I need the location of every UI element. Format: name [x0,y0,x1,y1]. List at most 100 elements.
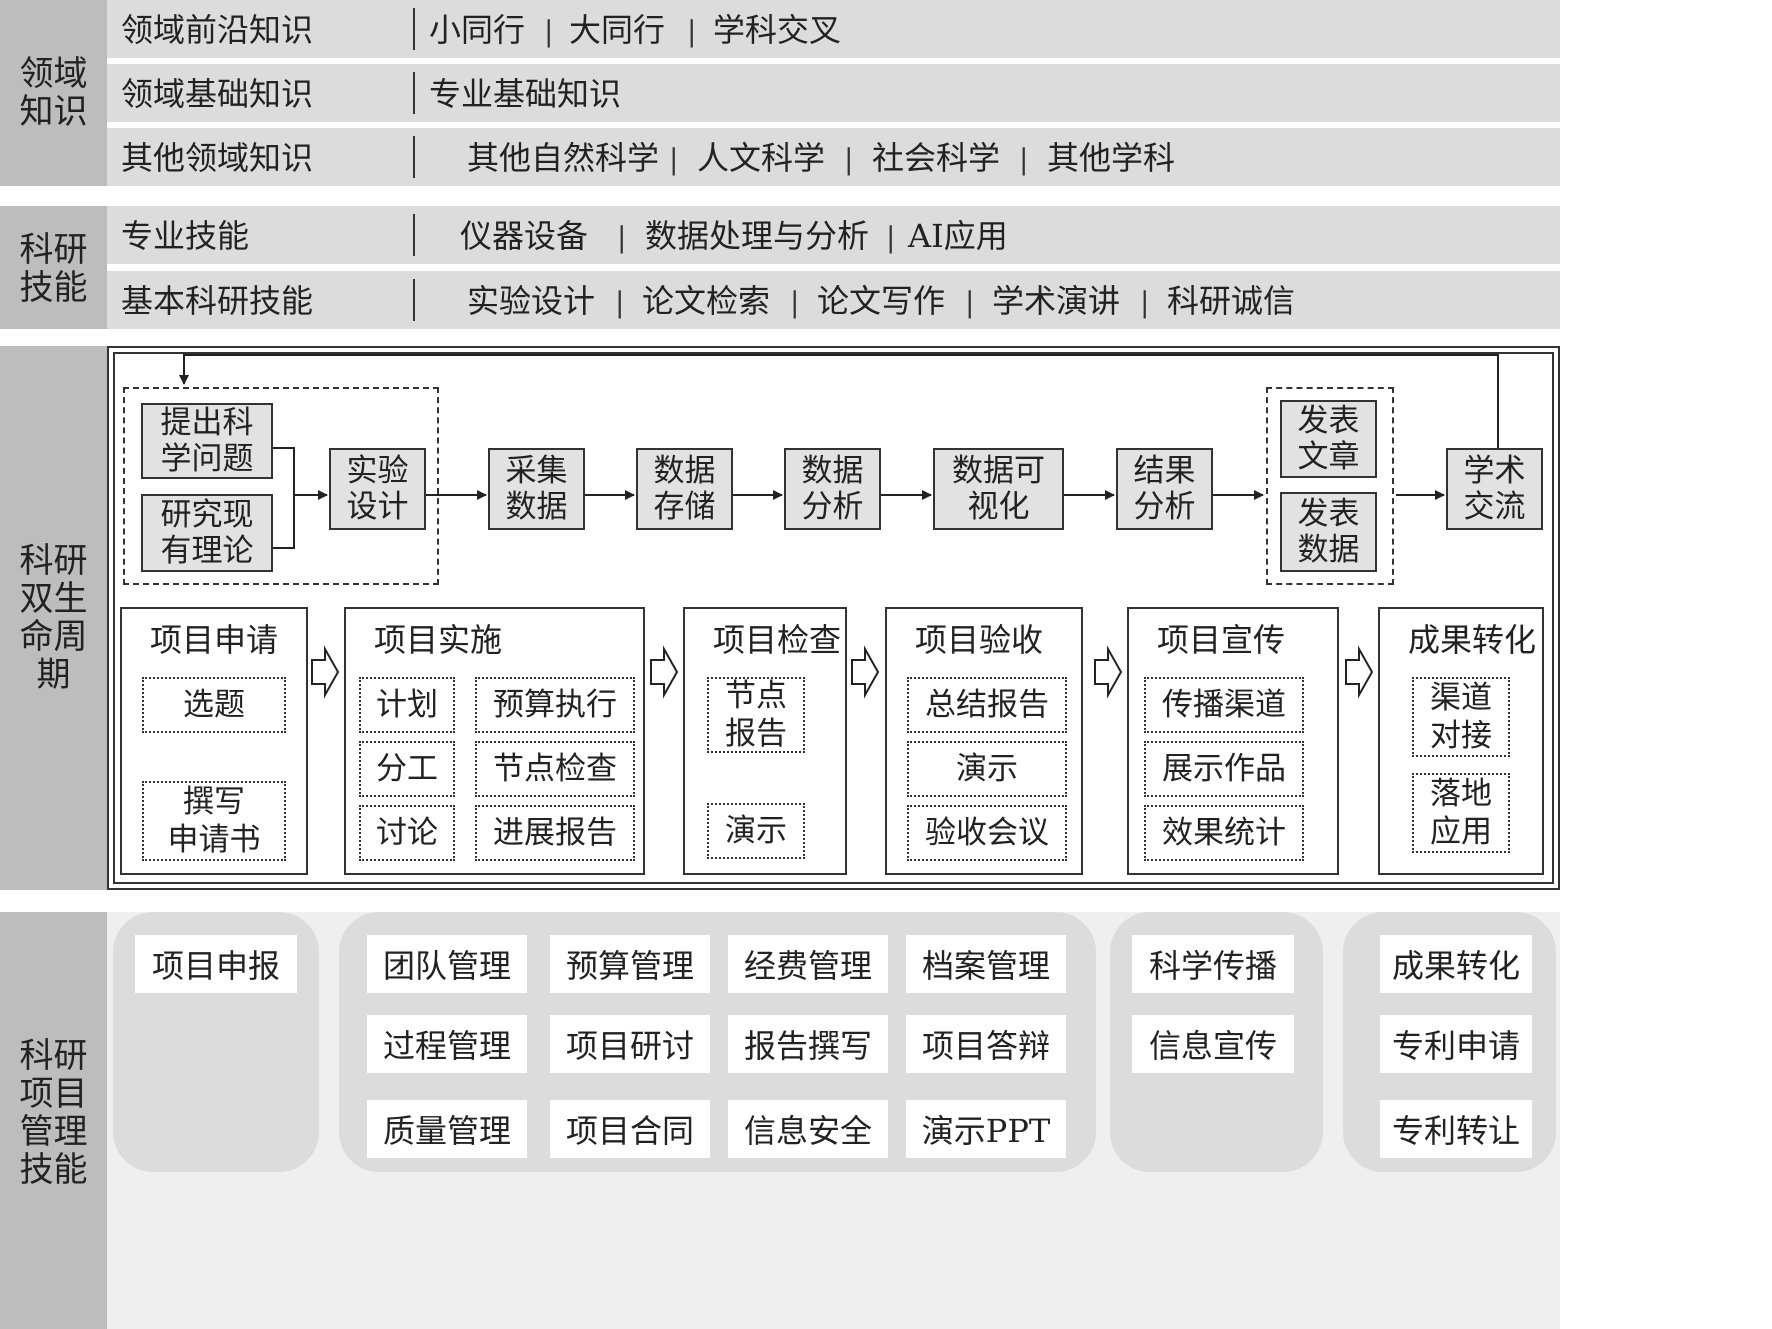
store-data-box: 数据 存储 [636,448,733,530]
separator: | [669,143,679,176]
mgmt-chip: 项目申报 [135,935,297,993]
mgmt-chip: 项目合同 [550,1100,710,1158]
phase-item: 讨论 [359,805,455,861]
mgmt-group-execute: 团队管理 预算管理 经费管理 档案管理 过程管理 项目研讨 报告撰写 项目答辩 … [339,912,1096,1172]
domain-knowledge-label: 领域 知识 [0,0,107,186]
phase-application: 项目申请 选题 撰写 申请书 [120,607,308,875]
separator: | [617,221,627,254]
phase-title: 项目宣传 [1157,621,1286,659]
mgmt-chip: 预算管理 [550,935,710,993]
phase-transfer: 成果转化 渠道 对接 落地 应用 [1378,607,1544,875]
row-item: 论文检索 [642,282,771,320]
separator: | [790,286,800,319]
phase-item: 验收会议 [907,805,1067,861]
row-category: 领域基础知识 [121,75,314,113]
phase-item: 预算执行 [475,677,635,733]
row-item: 科研诚信 [1167,282,1296,320]
phase-title: 项目检查 [713,621,842,659]
row-category: 领域前沿知识 [121,11,314,49]
divider [413,279,415,321]
publish-article-box: 发表 文章 [1280,400,1377,478]
separator: | [1019,143,1029,176]
publication-group [1266,387,1394,585]
row-item: 数据处理与分析 [645,217,870,255]
row-item: 社会科学 [872,139,1001,177]
mgmt-chip: 档案管理 [906,935,1066,993]
mgmt-chip: 质量管理 [367,1100,527,1158]
mgmt-group-apply: 项目申报 [113,912,319,1172]
row-item: 大同行 [569,11,666,49]
mgmt-group-transfer: 成果转化 专利申请 专利转让 [1343,912,1556,1172]
publish-data-box: 发表 数据 [1280,492,1377,572]
phase-item: 渠道 对接 [1412,677,1510,757]
mgmt-chip: 科学传播 [1132,935,1294,993]
phase-item: 进展报告 [475,805,635,861]
row-category: 其他领域知识 [121,139,314,177]
divider [413,136,415,178]
mgmt-chip: 成果转化 [1380,935,1532,993]
mgmt-chip: 专利申请 [1380,1015,1532,1073]
lifecycle-label: 科研 双生 命周 期 [0,346,107,890]
row-item: 其他自然科学 [467,139,660,177]
phase-item: 效果统计 [1144,805,1304,861]
problem-design-group [123,387,439,585]
phase-item: 分工 [359,741,455,797]
mgmt-chip: 报告撰写 [728,1015,888,1073]
row-item: 专业基础知识 [429,75,622,113]
row-basic-knowledge: 领域基础知识 专业基础知识 [107,64,1560,122]
row-item: 仪器设备 [460,217,589,255]
row-basic-skills: 基本科研技能 实验设计 | 论文检索 | 论文写作 | 学术演讲 | 科研诚信 [107,271,1560,329]
row-item: 小同行 [429,11,526,49]
row-item: 学科交叉 [713,11,842,49]
row-item: 其他学科 [1047,139,1176,177]
mgmt-chip: 团队管理 [367,935,527,993]
phase-item: 落地 应用 [1412,773,1510,853]
mgmt-chip: 信息安全 [728,1100,888,1158]
phase-title: 项目申请 [150,621,279,659]
row-category: 基本科研技能 [121,282,314,320]
separator: | [544,15,554,48]
separator: | [687,15,697,48]
row-frontier-knowledge: 领域前沿知识 小同行 | 大同行 | 学科交叉 [107,0,1560,58]
mgmt-chip: 项目答辩 [906,1015,1066,1073]
phase-item: 撰写 申请书 [142,781,286,861]
row-item: 实验设计 [467,282,596,320]
row-category: 专业技能 [121,217,250,255]
mgmt-chip: 过程管理 [367,1015,527,1073]
phase-item: 传播渠道 [1144,677,1304,733]
phase-item: 节点 报告 [707,677,805,753]
mgmt-chip: 专利转让 [1380,1100,1532,1158]
separator: | [1140,286,1150,319]
phase-inspection: 项目检查 节点 报告 演示 [683,607,847,875]
phase-item: 总结报告 [907,677,1067,733]
phase-item: 选题 [142,677,286,733]
phase-item: 计划 [359,677,455,733]
separator: | [615,286,625,319]
mgmt-chip: 信息宣传 [1132,1015,1294,1073]
lifecycle-frame-inner [113,352,1554,884]
phase-promotion: 项目宣传 传播渠道 展示作品 效果统计 [1127,607,1339,875]
phase-item: 节点检查 [475,741,635,797]
phase-title: 成果转化 [1408,621,1537,659]
row-other-knowledge: 其他领域知识 其他自然科学 | 人文科学 | 社会科学 | 其他学科 [107,128,1560,186]
propose-question-box: 提出科 学问题 [141,403,273,479]
divider [413,214,415,256]
phase-item: 演示 [707,803,805,859]
separator: | [844,143,854,176]
experiment-design-box: 实验 设计 [329,448,426,530]
visualize-data-box: 数据可 视化 [933,448,1064,530]
mgmt-group-promote: 科学传播 信息宣传 [1110,912,1323,1172]
result-analysis-box: 结果 分析 [1116,448,1213,530]
row-item: AI应用 [908,217,1008,255]
separator: | [965,286,975,319]
divider [413,72,415,114]
phase-implementation: 项目实施 计划 预算执行 分工 节点检查 讨论 进展报告 [344,607,645,875]
row-item: 学术演讲 [992,282,1121,320]
phase-acceptance: 项目验收 总结报告 演示 验收会议 [885,607,1083,875]
mgmt-chip: 项目研讨 [550,1015,710,1073]
phase-title: 项目实施 [374,621,503,659]
mgmt-chip: 经费管理 [728,935,888,993]
row-item: 论文写作 [817,282,946,320]
academic-exchange-box: 学术 交流 [1446,448,1543,530]
